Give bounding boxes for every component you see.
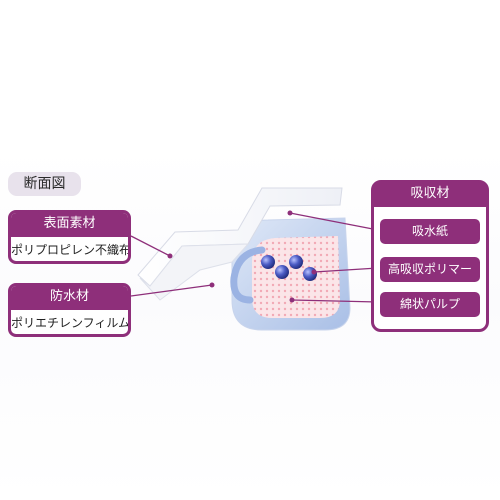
polymer-particle (261, 255, 275, 269)
leader-dot (289, 297, 295, 303)
absorbent-item-polymer: 高吸収ポリマー (380, 257, 480, 282)
waterproof-callout: 防水材 ポリエチレンフィルム (8, 283, 131, 337)
absorbent-item-pulp: 綿状パルプ (380, 292, 480, 317)
top-sheet-material: ポリプロピレン不織布 (11, 243, 131, 257)
leader-line-pulp (291, 299, 379, 303)
leader-line-film (130, 284, 213, 297)
top-sheet-callout: 表面素材 ポリプロピレン不織布 (8, 210, 131, 264)
leader-line-paper (289, 212, 379, 231)
polymer-particle (275, 265, 289, 279)
nonwoven-bottom-edge (139, 243, 250, 301)
leader-dot (167, 253, 173, 259)
leader-dot (311, 269, 317, 275)
leader-line-polymer (313, 267, 379, 273)
inner-film-curl (230, 246, 266, 304)
absorbent-heading: 吸収材 (374, 183, 486, 207)
leader-dot (287, 210, 293, 216)
absorbent-callout: 吸収材 吸水紙 高吸収ポリマー 綿状パルプ (371, 180, 489, 332)
waterproof-heading: 防水材 (11, 286, 128, 310)
leader-dot (209, 282, 215, 288)
leader-line-top-sheet (130, 235, 171, 257)
polymer-particle (289, 255, 303, 269)
pulp-core-layer (252, 236, 340, 318)
top-sheet-heading: 表面素材 (11, 213, 128, 237)
absorbent-item-paper: 吸水紙 (380, 219, 480, 244)
waterproof-material: ポリエチレンフィルム (11, 316, 131, 330)
diagram-title: 断面図 (8, 172, 81, 196)
